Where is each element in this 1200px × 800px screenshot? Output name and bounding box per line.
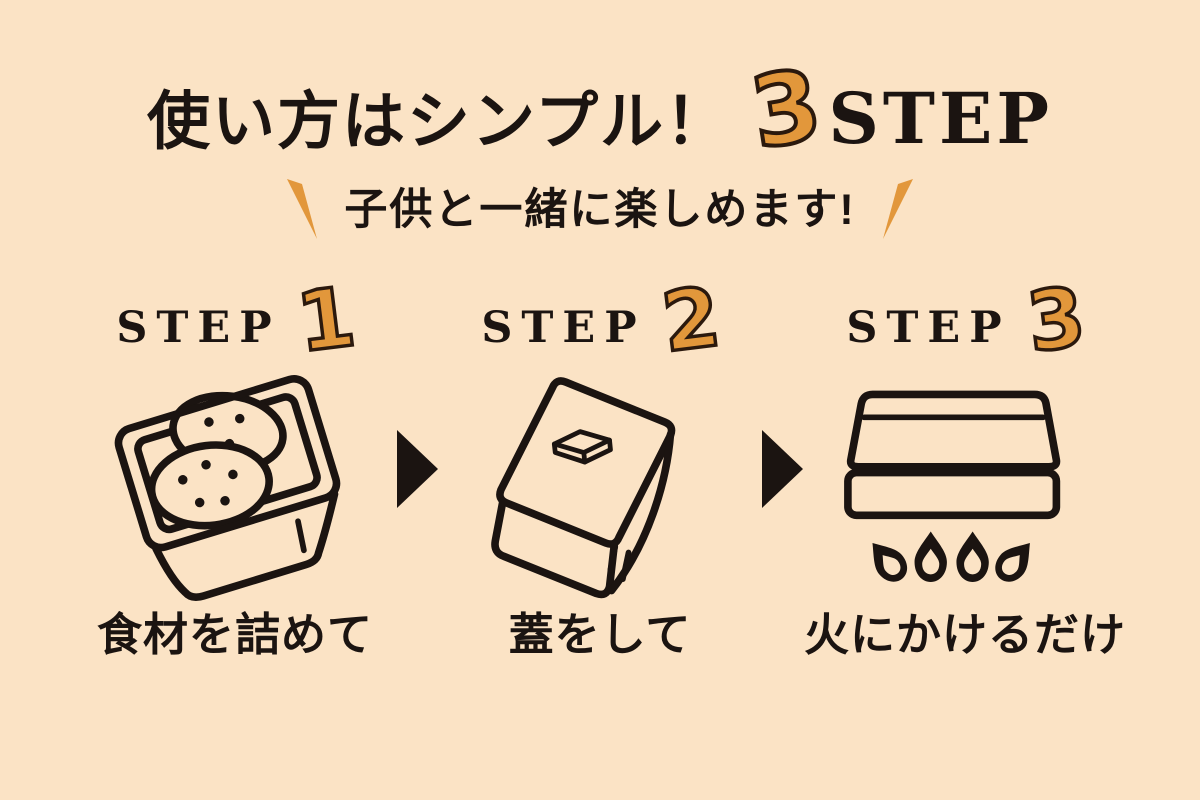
mess-tin-on-fire-icon bbox=[844, 390, 1061, 582]
step-column-1: STEP 1 bbox=[75, 268, 395, 660]
right-triangle bbox=[397, 430, 438, 509]
closed-mess-tin-icon bbox=[491, 377, 676, 599]
step2-illustration bbox=[460, 364, 740, 602]
flame-drops bbox=[872, 531, 1030, 582]
step-column-2: STEP 2 蓋をして bbox=[440, 268, 760, 660]
left-slash-icon bbox=[287, 179, 318, 240]
open-mess-tin-icon bbox=[114, 375, 341, 601]
step1-label: STEP bbox=[116, 303, 281, 354]
step-column-3: STEP 3 bbox=[804, 268, 1127, 660]
subtitle: 子供と一緒に楽しめます! bbox=[0, 178, 1200, 242]
step2-number: 2 bbox=[655, 268, 727, 373]
steps-row: STEP 1 bbox=[0, 268, 1200, 660]
title-step-count: 3 bbox=[742, 46, 831, 173]
step1-number: 1 bbox=[290, 268, 362, 373]
step3-header: STEP 3 bbox=[846, 268, 1091, 373]
step1-header: STEP 1 bbox=[116, 268, 361, 373]
subtitle-text: 子供と一緒に楽しめます! bbox=[344, 185, 856, 234]
step2-header: STEP 2 bbox=[481, 268, 726, 373]
arrow-icon bbox=[395, 430, 440, 509]
ingredient-potatoes bbox=[147, 391, 287, 530]
page-title: 使い方はシンプル！ 3 STEP bbox=[0, 46, 1200, 173]
step3-illustration bbox=[825, 364, 1105, 602]
step2-caption: 蓋をして bbox=[508, 608, 692, 660]
step3-number: 3 bbox=[1020, 268, 1092, 373]
step3-label: STEP bbox=[846, 303, 1011, 354]
arrow-icon bbox=[760, 430, 805, 509]
right-triangle bbox=[762, 430, 803, 509]
title-text: 使い方はシンプル！ bbox=[147, 87, 731, 157]
lid-handle bbox=[551, 429, 613, 465]
step1-illustration bbox=[95, 364, 375, 602]
right-slash-icon bbox=[882, 179, 913, 240]
step3-caption: 火にかけるだけ bbox=[804, 608, 1127, 660]
title-step-word: STEP bbox=[828, 77, 1053, 160]
step1-caption: 食材を詰めて bbox=[96, 608, 373, 660]
step2-label: STEP bbox=[481, 303, 646, 354]
